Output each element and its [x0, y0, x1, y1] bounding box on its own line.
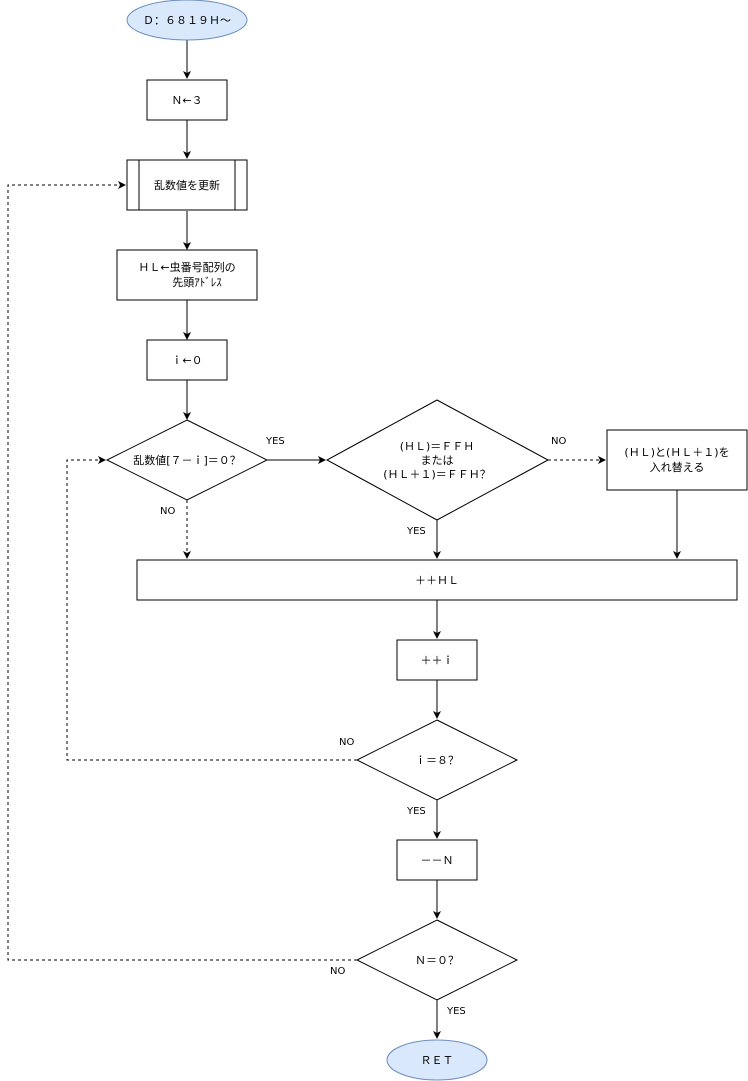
edge-label-ffh-yes: YES — [406, 526, 426, 537]
start-label: Ｄ：６８１９Ｈ～ — [143, 14, 231, 27]
n-set-process: Ｎ←３ — [146, 79, 228, 121]
dec-n-label: －－Ｎ — [421, 854, 454, 867]
edge-label-i8-no: NO — [339, 737, 354, 748]
edge-label-ffh-no: NO — [551, 436, 566, 447]
edge-label-i8-yes: YES — [406, 806, 426, 817]
cond-ffh-label-line3: (ＨＬ＋１)＝ＦＦＨ？ — [383, 468, 491, 481]
update-rand-label: 乱数値を更新 — [154, 178, 220, 192]
end-label: ＲＥＴ — [421, 1054, 454, 1067]
swap-label-line1: (ＨＬ)と(ＨＬ＋１)を — [624, 446, 729, 459]
swap-label-line2: 入れ替える — [650, 460, 705, 474]
inc-hl-process: ＋＋ＨＬ — [136, 559, 738, 601]
i-set-label: ｉ←０ — [171, 354, 202, 367]
start-terminal: Ｄ：６８１９Ｈ～ — [126, 0, 248, 41]
inc-hl-label: ＋＋ＨＬ — [415, 574, 459, 587]
cond-i8-decision: ｉ＝８？ — [355, 719, 519, 801]
cond-rand-label: 乱数値[７－ｉ]＝０？ — [133, 454, 241, 467]
end-terminal: ＲＥＴ — [386, 1039, 488, 1081]
edge-label-rand-no: NO — [160, 506, 175, 517]
cond-ffh-label-line1: (ＨＬ)＝ＦＦＨ — [400, 440, 475, 453]
edge-n0-no — [7, 181, 357, 961]
edge-i8-no — [66, 456, 357, 761]
edge-label-n0-no: NO — [330, 966, 345, 977]
cond-ffh-label-line2: または — [421, 454, 454, 467]
cond-ffh-decision: (ＨＬ)＝ＦＦＨ または (ＨＬ＋１)＝ＦＦＨ？ — [325, 399, 550, 521]
cond-n0-decision: Ｎ＝０？ — [355, 919, 519, 1001]
edge-label-rand-yes: YES — [265, 436, 285, 447]
cond-rand-decision: 乱数値[７－ｉ]＝０？ — [105, 419, 269, 501]
swap-process: (ＨＬ)と(ＨＬ＋１)を 入れ替える — [606, 429, 748, 491]
inc-i-process: ＋＋ｉ — [396, 639, 478, 681]
dec-n-process: －－Ｎ — [396, 839, 478, 881]
n-set-label: Ｎ←３ — [171, 94, 202, 107]
inc-i-label: ＋＋ｉ — [421, 654, 454, 667]
i-set-process: ｉ←０ — [146, 339, 228, 381]
update-rand-subroutine: 乱数値を更新 — [126, 159, 248, 211]
edge-label-n0-yes: YES — [446, 1006, 466, 1017]
hl-set-label-line2: 先頭ｱﾄﾞﾚｽ — [172, 276, 222, 289]
hl-set-process: ＨＬ←虫番号配列の 先頭ｱﾄﾞﾚｽ — [116, 249, 258, 301]
cond-i8-label: ｉ＝８？ — [415, 754, 459, 767]
hl-set-label-line1: ＨＬ←虫番号配列の — [138, 260, 235, 274]
cond-n0-label: Ｎ＝０？ — [415, 954, 459, 967]
